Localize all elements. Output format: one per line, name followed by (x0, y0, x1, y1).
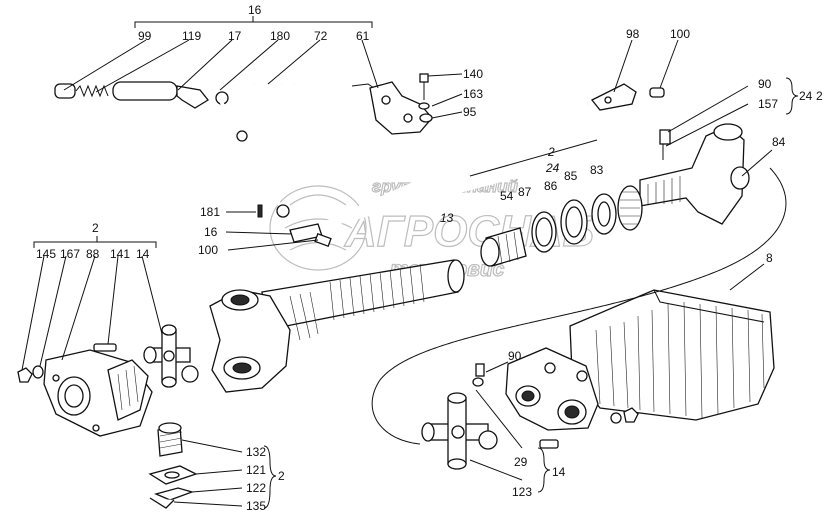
part-140-bolt (419, 73, 429, 83)
label-140: 140 (463, 67, 483, 81)
label-132: 132 (246, 445, 266, 459)
label-2-left: 2 (92, 221, 99, 235)
label-17: 17 (228, 29, 242, 43)
part-98-fork (590, 83, 637, 111)
bottom-left-parts (148, 422, 198, 509)
label-86: 86 (544, 179, 558, 193)
bearing-rings (480, 193, 617, 267)
label-8: 8 (766, 251, 773, 265)
label-72: 72 (314, 29, 328, 43)
callout-labels: 16 99 119 17 180 72 61 98 100 140 163 95… (36, 3, 823, 513)
label-157: 157 (758, 97, 778, 111)
label-95: 95 (463, 105, 477, 119)
label-119: 119 (182, 29, 201, 43)
bottom-flange-fork (505, 347, 639, 449)
label-54: 54 (500, 189, 514, 203)
part-100-pin-top (649, 87, 665, 98)
label-2-brace: 2 (816, 89, 823, 103)
label-145: 145 (36, 247, 56, 261)
part-145-nut (17, 367, 33, 383)
label-85: 85 (564, 169, 578, 183)
label-83: 83 (590, 163, 604, 177)
label-24-brace: 24 (799, 89, 813, 103)
long-rod-13 (257, 102, 589, 247)
label-2-mid: 2 (547, 145, 555, 159)
part-181-joint (276, 204, 290, 218)
shaft-tube (261, 259, 459, 331)
label-90-bottom: 90 (508, 349, 522, 363)
label-14-left: 14 (136, 247, 150, 261)
label-16-left: 16 (204, 225, 218, 239)
part-8-bellows-housing (569, 289, 775, 421)
bottom-bolt (539, 439, 559, 449)
main-driveshaft (209, 259, 465, 393)
label-61: 61 (356, 29, 370, 43)
leader-lines (21, 39, 773, 507)
part-141-bolt (93, 343, 117, 352)
label-135: 135 (246, 499, 266, 513)
group-16-bracket (134, 16, 373, 28)
label-2-bottom: 2 (278, 469, 285, 483)
label-100-top: 100 (670, 27, 690, 41)
assembly-path-line (371, 167, 787, 445)
part-167-washer (32, 365, 44, 379)
label-121: 121 (246, 463, 266, 477)
label-84: 84 (772, 135, 786, 149)
label-13: 13 (440, 211, 454, 225)
label-29: 29 (514, 455, 528, 469)
label-181: 181 (200, 205, 220, 219)
bracket-assembly-61 (369, 73, 433, 135)
label-99: 99 (138, 29, 152, 43)
part-135-bolt (149, 497, 175, 509)
label-180: 180 (270, 29, 290, 43)
part-17-sleeve (112, 81, 178, 101)
label-88: 88 (86, 247, 100, 261)
label-24-mid: 24 (545, 161, 560, 175)
part-14-cross-bottom (421, 363, 498, 470)
part-119-spring (75, 84, 109, 98)
left-flange-assembly (17, 236, 199, 437)
part-163-washer (418, 102, 430, 110)
part-90-nipple-top (659, 129, 671, 145)
part-122-lockplate (154, 487, 195, 501)
rod-end-98 (590, 83, 671, 160)
label-98: 98 (626, 27, 640, 41)
part-95-nut (419, 113, 433, 123)
label-163: 163 (463, 87, 483, 101)
label-123: 123 (512, 485, 532, 499)
brace-24 (785, 77, 799, 115)
label-167: 167 (60, 247, 80, 261)
brace-14 (537, 447, 551, 493)
part-14-cross-left (143, 324, 199, 388)
label-87: 87 (518, 185, 532, 199)
part-90-nipple-bottom (475, 363, 485, 377)
label-90-top: 90 (758, 77, 772, 91)
control-rod-assembly (54, 81, 381, 218)
label-122: 122 (246, 481, 266, 495)
part-100-pin-left (314, 233, 332, 247)
label-141: 141 (110, 247, 130, 261)
bottom-nut (623, 407, 639, 423)
fork-body (639, 125, 745, 225)
part-181-cotter (257, 204, 263, 218)
watermark-emblem (269, 185, 367, 271)
part-17-lever (176, 85, 209, 109)
brace-2 (263, 445, 277, 509)
part-99-cap (54, 83, 76, 99)
spline-shaft-fork-84 (617, 123, 750, 231)
label-16-top: 16 (248, 3, 262, 17)
label-100-left: 100 (198, 243, 218, 257)
label-14-bottom: 14 (552, 465, 566, 479)
